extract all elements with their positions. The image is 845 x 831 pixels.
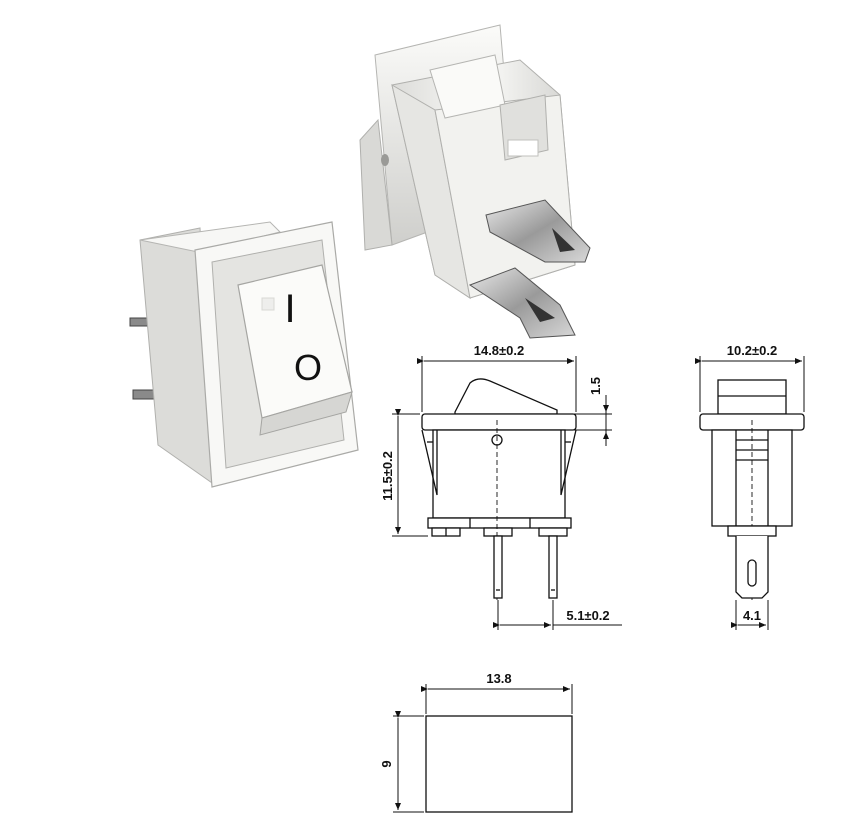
terminal-upper (485, 199, 591, 263)
side-view-drawing (699, 379, 805, 600)
dim-cutout-width: 13.8 (486, 671, 511, 686)
dim-terminal-width: 4.1 (743, 608, 761, 623)
switch-photo-rear (359, 24, 591, 339)
dim-rocker-height: 1.5 (588, 377, 603, 395)
side-view-dimensions (695, 356, 805, 630)
panel-cutout-drawing (425, 715, 573, 813)
switch-photo-front: I O (129, 221, 359, 488)
off-symbol: O (294, 347, 322, 388)
front-view-dimensions (392, 356, 622, 630)
cutout-dimensions (393, 684, 573, 813)
dim-side-width: 10.2±0.2 (727, 343, 778, 358)
dim-front-width: 14.8±0.2 (474, 343, 525, 358)
on-symbol: I (284, 287, 295, 331)
rocker-button: I O (237, 264, 353, 436)
dim-terminal-pitch: 5.1±0.2 (566, 608, 609, 623)
pin-lower (132, 389, 156, 400)
terminal-lower (468, 267, 576, 339)
dim-body-height: 11.5±0.2 (380, 451, 395, 501)
dim-cutout-height: 9 (379, 760, 394, 767)
front-view-drawing (421, 378, 577, 600)
